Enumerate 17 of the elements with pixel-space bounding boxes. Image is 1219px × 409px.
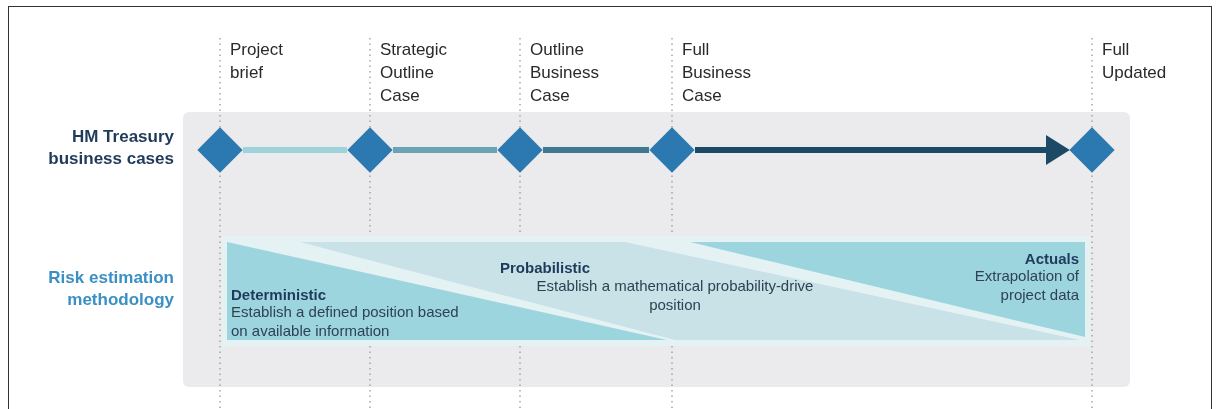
milestone-label: Outline Business Case: [530, 39, 600, 107]
band-title: Probabilistic: [500, 258, 591, 278]
milestone-label: Project brief: [230, 39, 284, 84]
band-description: Establish a defined position based on available information: [231, 302, 460, 340]
row-label: Risk estimation methodology: [47, 267, 174, 311]
connector-line: [243, 147, 347, 153]
arrow: [695, 135, 1070, 165]
band-title: Deterministic: [231, 285, 327, 305]
milestone-label: Full Updated: [1102, 39, 1168, 84]
milestone-label: Strategic Outline Case: [380, 39, 449, 107]
connector-line: [393, 147, 497, 153]
connector-line: [543, 147, 649, 153]
milestone-label: Full Business Case: [682, 39, 752, 107]
row-label: HM Treasury business cases: [47, 126, 174, 170]
band-description: Extrapolation of project data: [973, 266, 1079, 304]
band-description: Establish a mathematical probability-drive position: [535, 276, 815, 314]
band-title: Actuals: [1024, 249, 1079, 269]
